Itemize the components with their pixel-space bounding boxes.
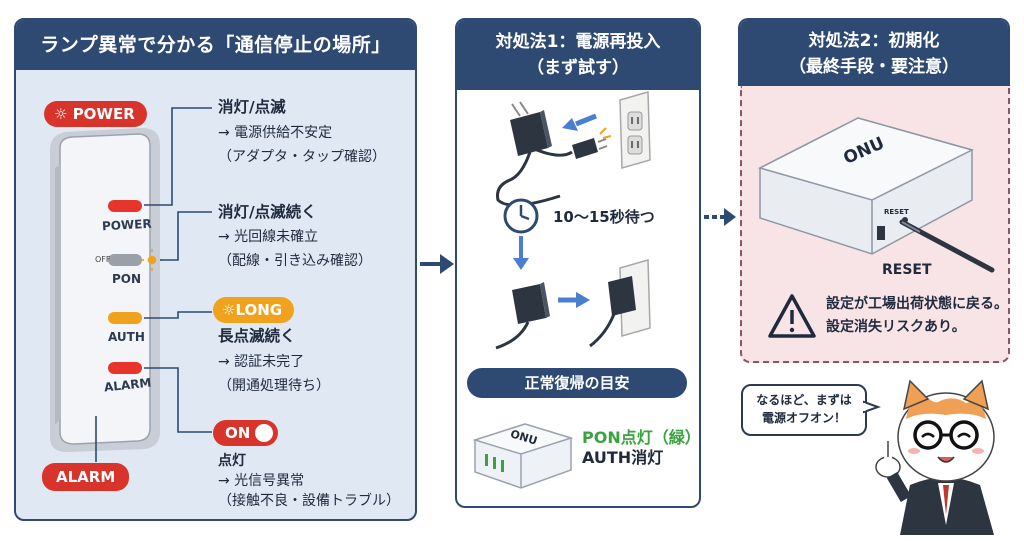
item-1-title: 消灯/点滅 [218, 98, 286, 116]
speech-line-2: 電源オフオン！ [761, 411, 846, 425]
badge-power: ☼ POWER [44, 101, 147, 127]
speech-tail [862, 400, 881, 414]
lamp-label-off: OFF [95, 255, 111, 264]
reset-small-label: RESET [884, 208, 909, 216]
auth-status: AUTH消灯 [582, 448, 664, 467]
item-2-title: 消灯/点滅続く [218, 203, 317, 221]
auth-lamp [108, 312, 142, 324]
power-cycle-title: 対処法1：電源再投入 （まず試す） [457, 20, 699, 90]
warning-line-1: 設定が工場出荷状態に戻る。 [826, 296, 1008, 312]
speech-bubble: なるほど、まずは 電源オフオン！ [741, 384, 867, 436]
power-lamp [108, 200, 142, 212]
badge-on: ON [213, 420, 279, 446]
power-cycle-panel: 対処法1：電源再投入 （まず試す） [455, 18, 701, 508]
lamp-label-auth: AUTH [108, 330, 145, 344]
item-4-arrow: → 光信号異常 [218, 473, 305, 489]
item-1-arrow: → 電源供給不安定 [218, 125, 333, 141]
wall-outlet-icon [619, 91, 651, 169]
item-4-title: 点灯 [218, 453, 246, 469]
dashed-arrow-right-icon [704, 208, 736, 226]
cat-mascot-icon [875, 379, 995, 535]
pon-status: PON点灯（緑） [582, 428, 701, 447]
arrow-right-icon [420, 254, 454, 274]
clock-icon [503, 198, 539, 234]
item-3-title: 長点滅続く [218, 327, 296, 345]
warning-icon [768, 294, 816, 338]
reset-label: RESET [882, 262, 932, 278]
onu-small-illustration [472, 423, 574, 489]
toggle-knob-icon [255, 424, 274, 442]
pon-lamp [108, 254, 142, 266]
lamp-label-pon: PON [112, 272, 142, 286]
item-4-note: （接触不良・設備トラブル） [218, 493, 400, 509]
lamp-diagnosis-title: ランプ異常で分かる「通信停止の場所」 [16, 20, 415, 70]
item-3-arrow: → 認証未完了 [218, 354, 305, 370]
pon-blink-icon [141, 249, 163, 271]
wait-label: 10〜15秒待つ [553, 208, 655, 226]
badge-alarm: ALARM [42, 463, 130, 491]
recovery-header: 正常復帰の目安 [467, 368, 687, 398]
badge-long: ☼LONG [213, 297, 295, 323]
alarm-lamp [108, 362, 142, 374]
speech-line-1: なるほど、まずは [756, 393, 852, 407]
item-2-arrow: → 光回線未確立 [218, 229, 319, 245]
warning-line-2: 設定消失リスクあり。 [826, 319, 966, 335]
sun-icon: ☼ [222, 301, 236, 319]
item-3-note: （開通処理待ち） [218, 378, 330, 394]
item-2-note: （配線・引き込み確認） [218, 253, 372, 269]
reset-panel: 対処法2：初期化 （最終手段・要注意） [738, 18, 1010, 86]
sun-icon: ☼ [54, 105, 68, 123]
reset-title: 対処法2：初期化 （最終手段・要注意） [740, 20, 1008, 86]
item-1-note: （アダプタ・タップ確認） [218, 149, 386, 165]
